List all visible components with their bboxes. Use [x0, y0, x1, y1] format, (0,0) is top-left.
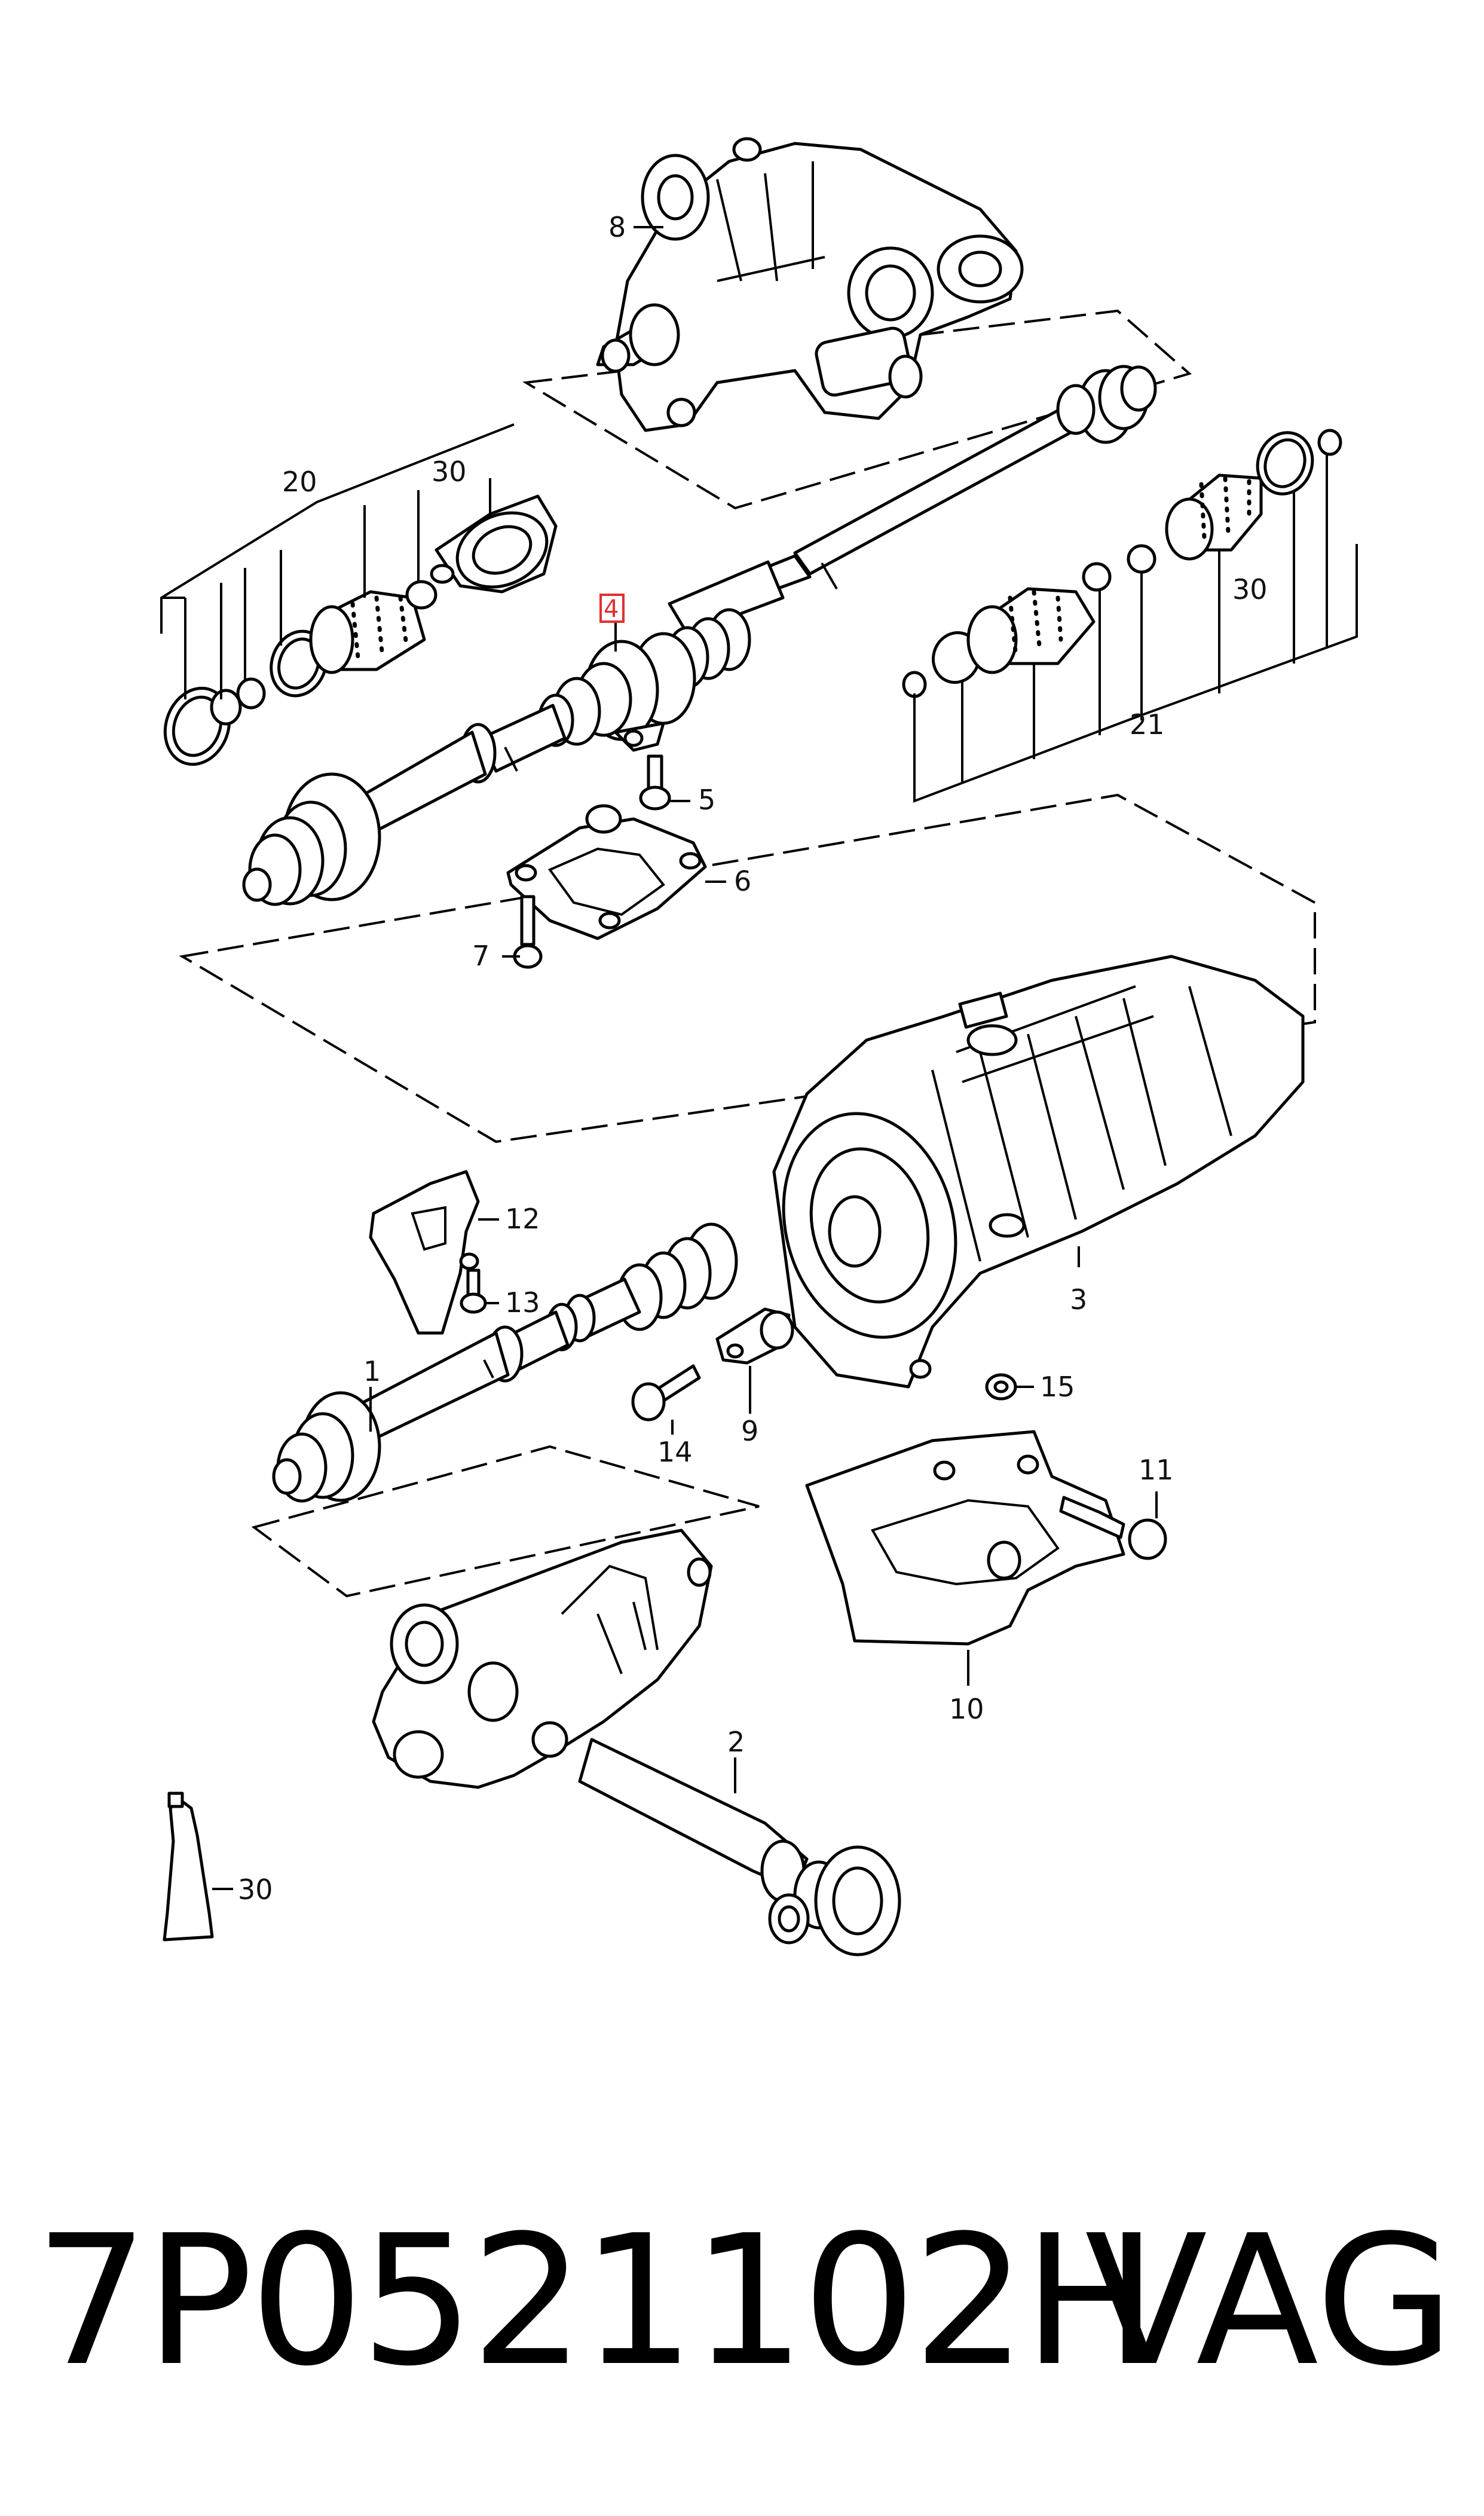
- exploded-parts-diagram: 8 20 30 4 30 21 5 6 7 12 13 3 1 15 14 9 …: [160, 137, 1358, 1956]
- callout-6: 6: [734, 865, 751, 897]
- rear-differential: [596, 137, 1024, 432]
- bolt-11: [1059, 1496, 1167, 1560]
- cv-boot-kit-left: [163, 580, 437, 766]
- callout-2: 2: [727, 1726, 745, 1758]
- callout-21: 21: [1130, 708, 1165, 741]
- callout-30-grease: 30: [238, 1873, 273, 1906]
- callout-1: 1: [363, 1355, 381, 1387]
- bolt-13: [460, 1268, 487, 1314]
- callout-10: 10: [949, 1693, 984, 1725]
- callout-7: 7: [472, 940, 489, 972]
- leader-lines: [160, 226, 1358, 1890]
- bolt-14: [631, 1364, 701, 1421]
- bolt-5: [639, 754, 671, 811]
- center-bearing: [430, 494, 558, 594]
- callout-30-bearing: 30: [432, 455, 467, 488]
- callout-3: 3: [1070, 1283, 1087, 1316]
- callout-4: 4: [604, 595, 619, 623]
- callout-12: 12: [505, 1203, 540, 1235]
- brand-name: VAG: [1085, 2197, 1455, 2405]
- callout-9: 9: [741, 1415, 758, 1447]
- callout-labels: 8 20 30 4 30 21 5 6 7 12 13 3 1 15 14 9 …: [238, 211, 1268, 1906]
- callout-11: 11: [1139, 1454, 1174, 1486]
- driveshaft-group-outline: [179, 793, 1316, 1144]
- callout-5: 5: [698, 784, 715, 816]
- callout-15: 15: [1040, 1371, 1075, 1403]
- callout-30-right: 30: [1232, 573, 1268, 606]
- callout-4-highlight: [599, 594, 625, 623]
- bolt-7: [513, 895, 543, 969]
- bearing-bracket: [506, 804, 707, 940]
- clamp-9: [715, 1307, 794, 1365]
- part-number: 7P0521102H: [35, 2197, 1158, 2405]
- callout-13: 13: [505, 1286, 540, 1319]
- cv-boot-kit-right: [902, 429, 1342, 698]
- callout-14: 14: [657, 1436, 693, 1468]
- callout-8: 8: [608, 211, 626, 243]
- callout-20: 20: [282, 466, 317, 498]
- propeller-shaft-lower: [272, 1222, 738, 1503]
- transfer-case: [772, 955, 1305, 1389]
- front-differential: [372, 1528, 901, 1956]
- propeller-shaft-upper: [242, 365, 1157, 906]
- washer-15: [985, 1373, 1017, 1401]
- heat-shield-10: [805, 1430, 1125, 1646]
- lower-shaft-group-outline: [251, 1445, 760, 1598]
- grease-tube: [163, 1792, 214, 1942]
- heat-shield-12: [369, 1170, 480, 1335]
